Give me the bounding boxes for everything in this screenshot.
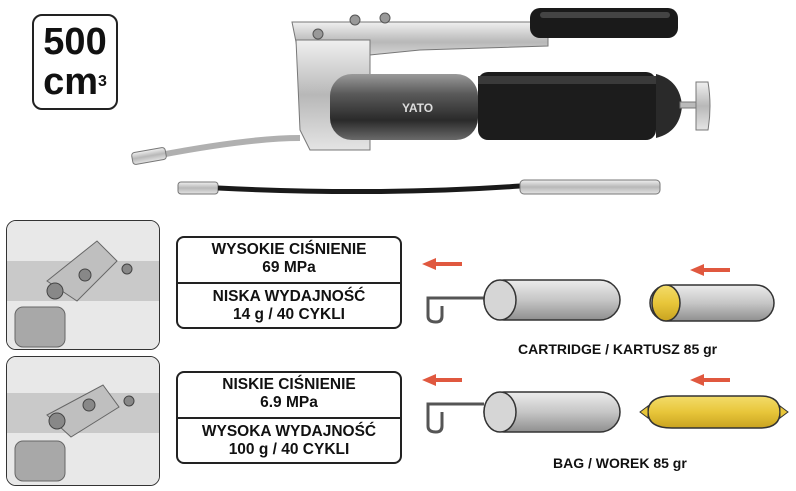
rigid-extension (131, 135, 301, 165)
grease-bag (647, 395, 781, 429)
plunger-handle (679, 81, 711, 131)
bag-caption: BAG / WOREK 85 gr (553, 455, 687, 471)
spec-output-label: NISKA WYDAJNOŚĆ (212, 288, 366, 305)
capacity-badge: 500 cm3 (32, 14, 118, 110)
cartridge-caption: CARTRIDGE / KARTUSZ 85 gr (518, 341, 718, 357)
arrow-icon (422, 374, 462, 386)
spec-output-value: 14 g / 40 CYKLI (233, 306, 345, 323)
spec-pressure-value: 69 MPa (262, 259, 316, 276)
detail-photo-high-pressure (6, 220, 160, 350)
spec-output-label: WYSOKA WYDAJNOŚĆ (201, 423, 377, 440)
arrow-icon (690, 264, 730, 276)
spec-pressure-value: 6.9 MPa (260, 394, 318, 411)
arrow-icon (690, 374, 730, 386)
spec-box-low-pressure: NISKIE CIŚNIENIE 6.9 MPa WYSOKA WYDAJNOŚ… (176, 371, 402, 464)
capacity-unit: cm3 (43, 61, 107, 103)
brand-label: YATO (402, 101, 433, 115)
row1-diagram (422, 258, 775, 324)
spec-box-high-pressure: WYSOKIE CIŚNIENIE 69 MPa NISKA WYDAJNOŚĆ… (176, 236, 402, 329)
spec-pressure-label: WYSOKIE CIŚNIENIE (211, 241, 367, 258)
cartridge-grease (649, 284, 775, 322)
capacity-value: 500 (43, 21, 107, 63)
row2-diagram (422, 374, 789, 434)
detail-photo-low-pressure (6, 356, 160, 486)
arrow-icon (422, 258, 462, 270)
spec-pressure-label: NISKIE CIŚNIENIE (222, 376, 356, 393)
flexible-hose (177, 179, 661, 195)
spec-output-value: 100 g / 40 CYKLI (228, 441, 350, 458)
gun-barrel: YATO (330, 72, 682, 140)
